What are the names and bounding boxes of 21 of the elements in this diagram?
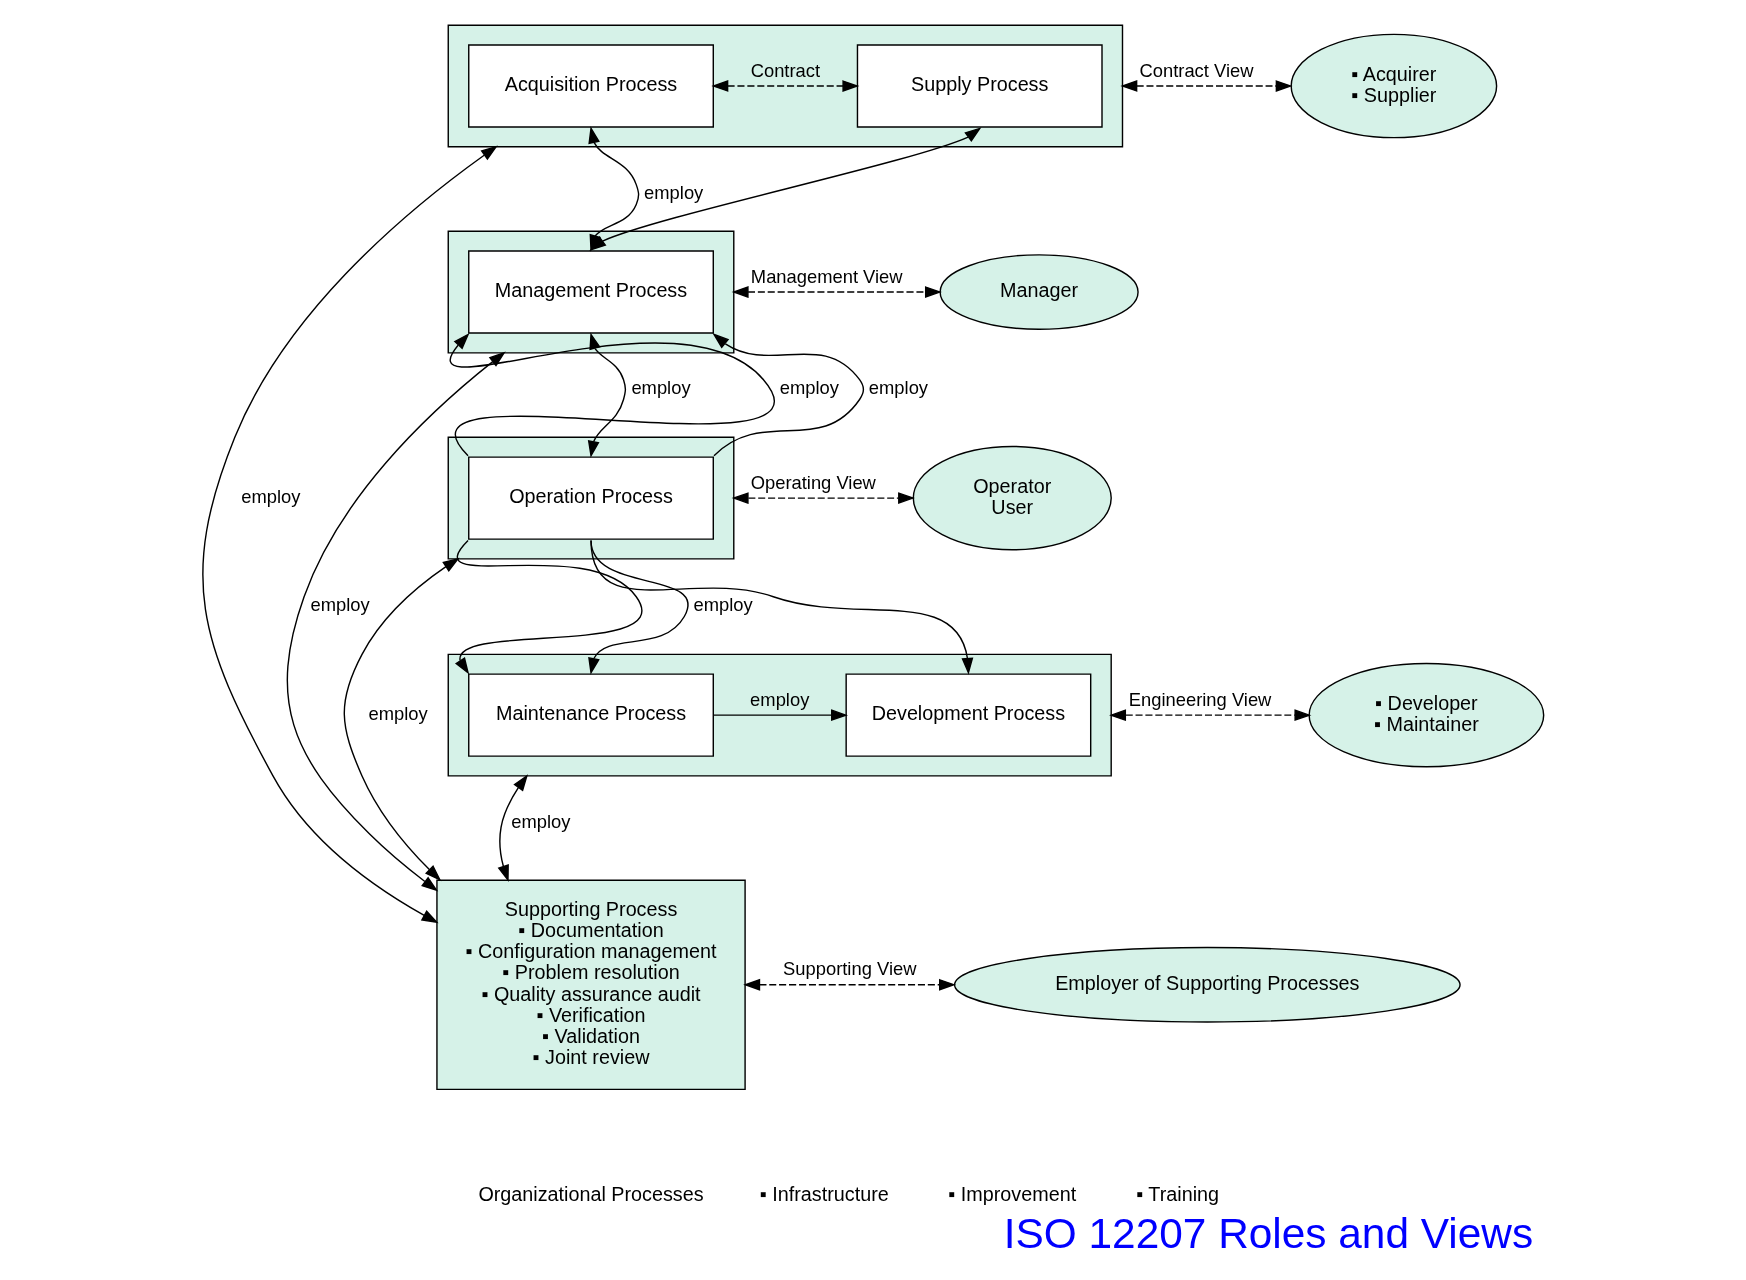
label: ▪ Infrastructure [759, 1183, 889, 1206]
edge-label: employ [368, 702, 428, 724]
edge-label: employ [241, 485, 301, 507]
edge-label: employ [779, 377, 839, 399]
label: ▪ Improvement [948, 1183, 1077, 1206]
edge-label: Supporting View [783, 958, 917, 980]
edge-label: employ [310, 594, 370, 616]
edge-label: employ [693, 594, 753, 616]
edge-label: employ [750, 688, 810, 710]
edge-label: Engineering View [1128, 688, 1272, 710]
edge-label: employ [511, 811, 571, 833]
edge-label: Contract View [1139, 59, 1254, 81]
edge-label: Operating View [750, 471, 876, 493]
edge-label: employ [868, 377, 929, 399]
edge-label: Contract [750, 59, 821, 81]
edge-label: Management View [750, 265, 903, 287]
label: Organizational Processes [478, 1183, 704, 1206]
edge-label: employ [631, 377, 691, 399]
diagram-title: ISO 12207 Roles and Views [1003, 1209, 1534, 1257]
label: ▪ Training [1136, 1183, 1220, 1206]
edge-label: employ [644, 182, 704, 204]
